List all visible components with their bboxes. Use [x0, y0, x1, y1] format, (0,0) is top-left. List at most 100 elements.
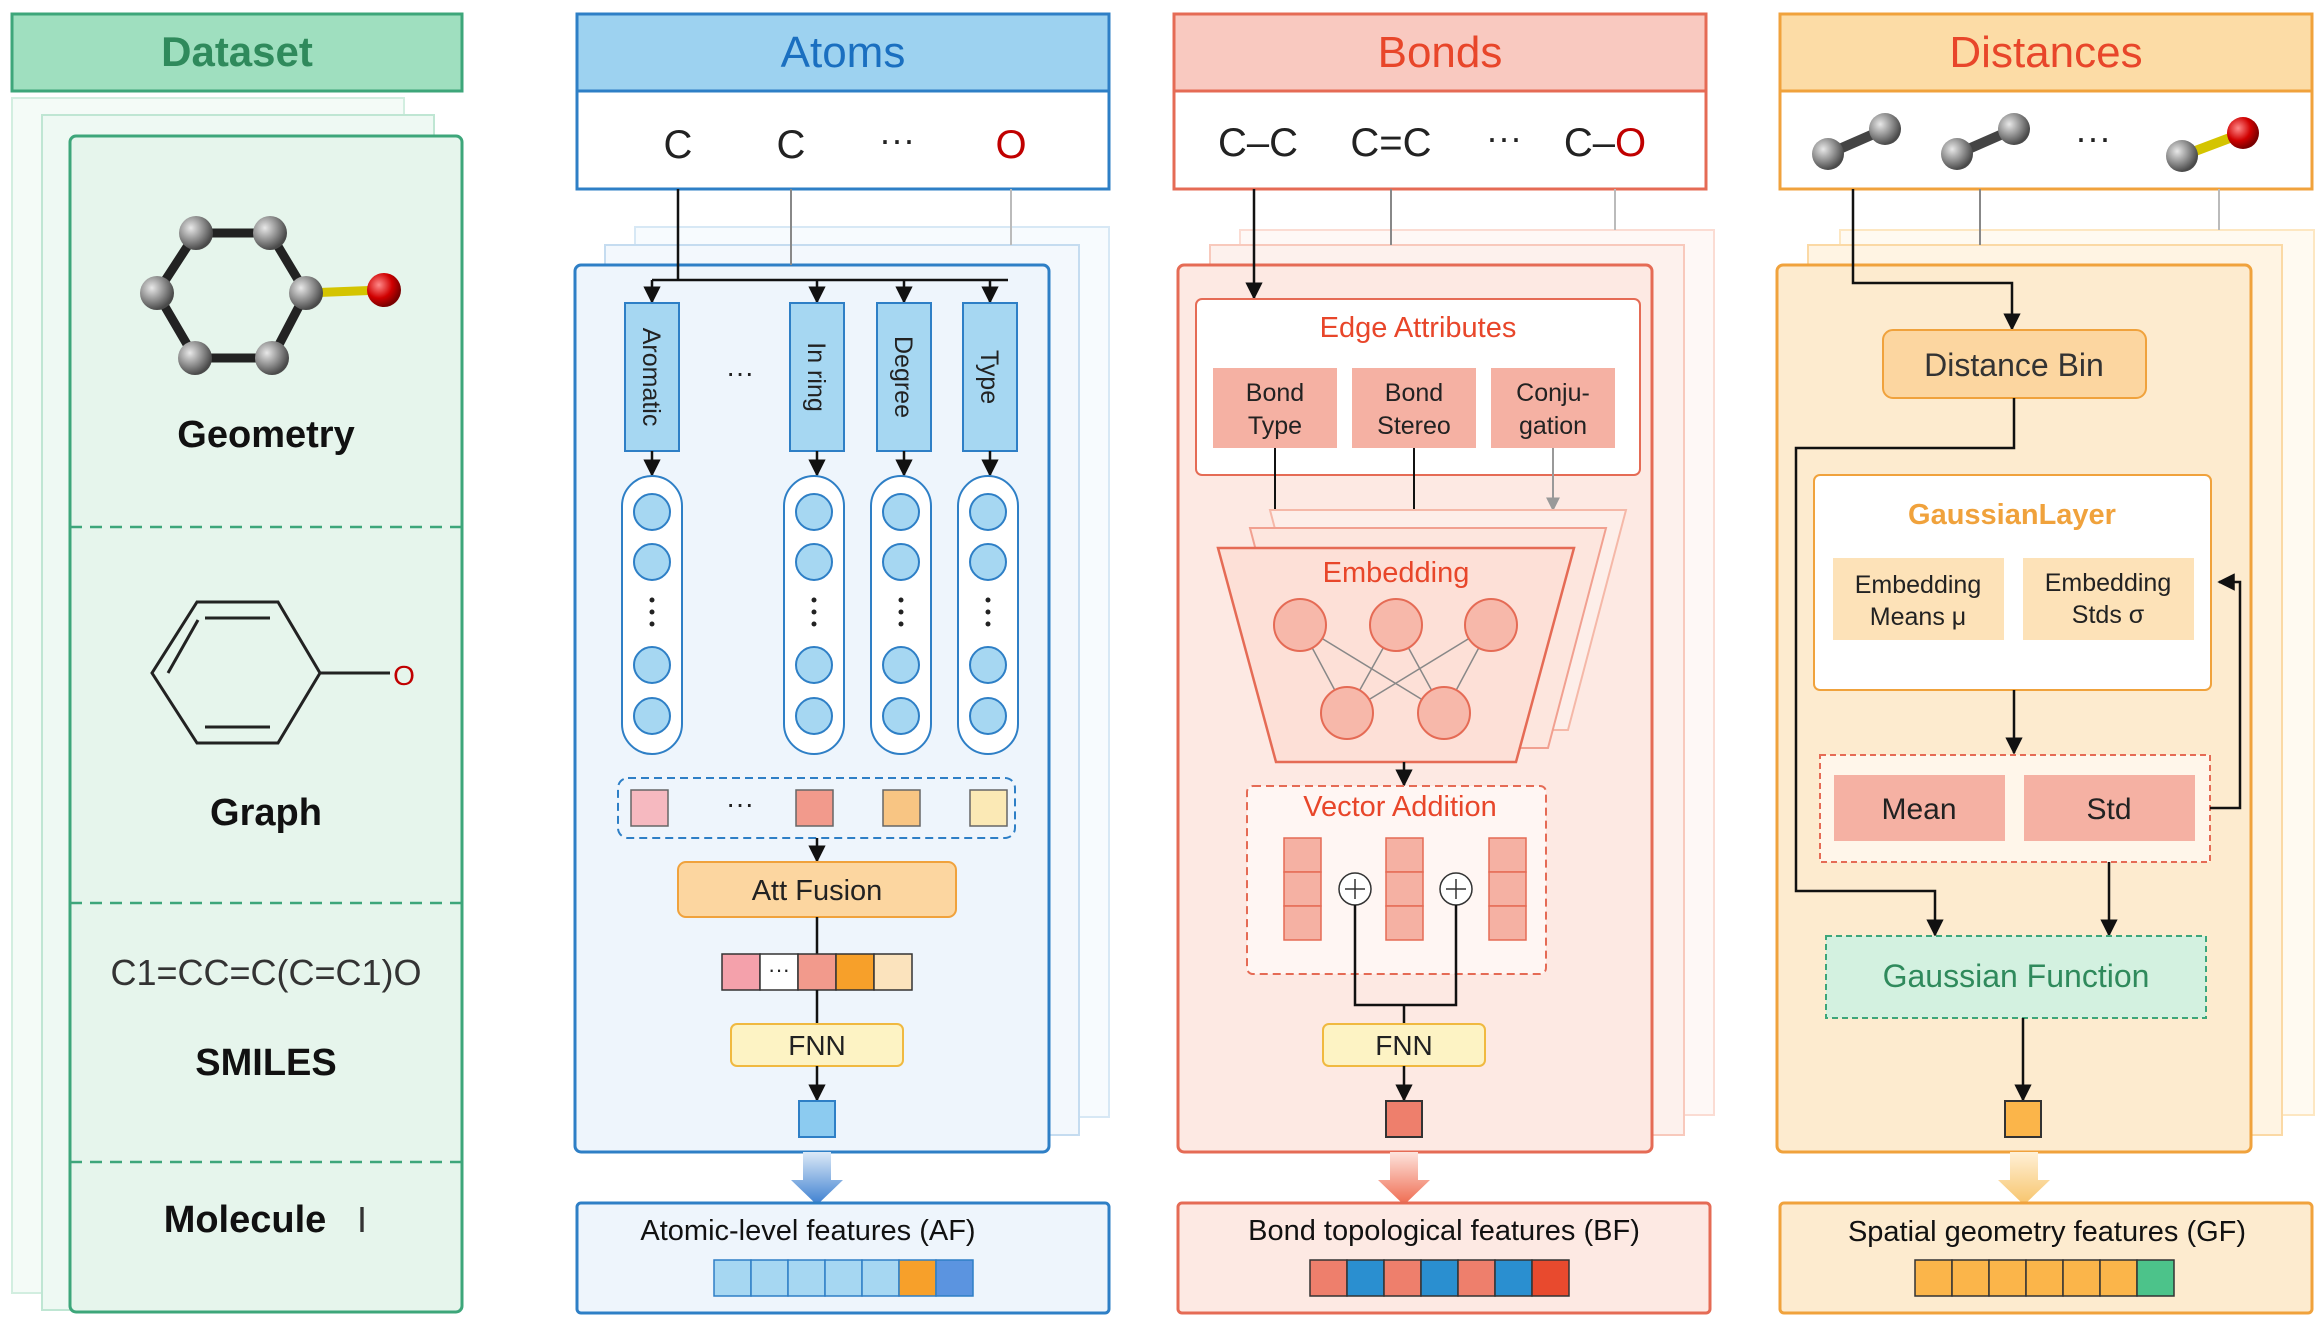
embedding-cell — [882, 789, 921, 827]
atom-attributes: Aromatic ··· In ring Degree Type — [624, 302, 1018, 452]
vector-addition-vectors — [1283, 837, 1527, 941]
embedding-means-line2: Means μ — [1870, 603, 1966, 631]
gf-output-label: Spatial geometry features (GF) — [1848, 1216, 2246, 1248]
fused-vector — [721, 953, 913, 991]
distance-pair-icon — [1941, 113, 2030, 170]
distances-header-box — [1778, 12, 2314, 93]
edge-box-bond-stereo — [1352, 368, 1476, 448]
edge-box-line2: gation — [1519, 412, 1587, 440]
smiles-label: SMILES — [195, 1042, 336, 1084]
gf-output-box — [1778, 1201, 2314, 1315]
connector — [1353, 905, 1458, 1007]
attribute-label: Aromatic — [637, 328, 665, 427]
bonds-header-box — [1172, 12, 1708, 93]
edge-attributes-title: Edge Attributes — [1320, 312, 1517, 344]
bond-token-oxygen: O — [1615, 121, 1646, 165]
distance-pair-oxygen-icon — [2166, 117, 2259, 172]
embedding-title: Embedding — [1323, 557, 1470, 589]
distances-header: Distances — [1949, 28, 2142, 77]
gaussian-function-label: Gaussian Function — [1883, 958, 2150, 994]
embedding-means-box — [1833, 558, 2004, 640]
af-output-box — [575, 1201, 1111, 1315]
embedding-stds-line2: Stds σ — [2072, 601, 2145, 629]
geometry-molecule-image — [140, 216, 401, 375]
vector-addition-title: Vector Addition — [1303, 791, 1496, 823]
attribute-ellipsis: ··· — [726, 357, 754, 388]
attribute-bar — [789, 302, 845, 452]
mean-label: Mean — [1881, 793, 1956, 826]
af-feature-vector — [713, 1259, 974, 1297]
edge-box-line1: Bond — [1385, 379, 1443, 407]
atoms-token-box — [575, 89, 1111, 191]
atom-token-oxygen: O — [995, 123, 1026, 167]
down-arrow — [791, 1152, 843, 1205]
bond-token-ellipsis: ··· — [1486, 117, 1522, 158]
distance-bin-label: Distance Bin — [1924, 347, 2104, 383]
distance-ellipsis: ··· — [2075, 117, 2111, 158]
plus-operator-icon — [1338, 872, 1372, 906]
smiles-string: C1=CC=C(C=C1)O — [110, 952, 421, 993]
arrow — [1794, 398, 2016, 937]
embedding-stds-line1: Embedding — [2045, 569, 2171, 597]
atoms-fnn-label: FNN — [788, 1030, 846, 1061]
molecule-index: I — [357, 1199, 367, 1240]
fused-vector-ellipsis: ··· — [768, 957, 790, 982]
molecule-label: Molecule — [164, 1199, 327, 1241]
neuron-columns — [621, 475, 1019, 755]
embedding-network — [1273, 598, 1518, 740]
dataset-card — [68, 134, 464, 1314]
arrow — [1851, 189, 2021, 331]
atoms-column: Atoms C C ··· O Aromatic ··· In ring Deg… — [573, 12, 1111, 1315]
atoms-header-box — [575, 12, 1111, 93]
atom-token: C — [664, 123, 693, 167]
bonds-fnn-label: FNN — [1375, 1030, 1433, 1061]
attribute-embedding-row — [617, 777, 1016, 839]
attribute-label: Degree — [889, 336, 917, 418]
down-arrow — [1998, 1152, 2050, 1205]
attribute-bar — [876, 302, 932, 452]
neuron-dots — [649, 597, 991, 627]
embedding-cell — [630, 789, 669, 827]
bond-token: C=C — [1350, 121, 1431, 165]
edge-box-line1: Conju- — [1516, 379, 1590, 407]
edge-box-bond-type — [1213, 368, 1337, 448]
atoms-header: Atoms — [781, 28, 906, 77]
down-arrow — [1378, 1152, 1430, 1205]
geometry-label: Geometry — [177, 414, 354, 456]
graph-molecule-image — [150, 600, 390, 745]
distance-pair-icon — [1812, 113, 1901, 170]
std-label: Std — [2086, 793, 2131, 826]
gf-feature-vector — [1914, 1259, 2175, 1297]
bf-feature-vector — [1309, 1259, 1570, 1297]
dataset-header-box — [10, 12, 464, 93]
plus-operator-icon — [1439, 872, 1473, 906]
distances-column: Distances ··· Distance Bin GaussianLayer — [1775, 12, 2315, 1315]
bond-token: C–C — [1218, 121, 1298, 165]
graph-oxygen-label: O — [393, 660, 415, 691]
bonds-token-box — [1172, 89, 1708, 191]
att-fusion-label: Att Fusion — [752, 875, 883, 907]
embedding-stds-box — [2023, 558, 2194, 640]
atom-token: C — [777, 123, 806, 167]
edge-box-conjugation — [1491, 368, 1615, 448]
gaussian-layer-title: GaussianLayer — [1908, 499, 2116, 531]
bond-token-last: C– — [1564, 121, 1616, 165]
embedding-means-line1: Embedding — [1855, 571, 1981, 599]
attribute-label: Type — [975, 350, 1003, 404]
edge-box-line1: Bond — [1246, 379, 1304, 407]
embedding-cell — [969, 789, 1008, 827]
attribute-bar — [624, 302, 680, 452]
embedding-ellipsis: ··· — [726, 788, 754, 819]
bonds-column: Bonds C–C C=C ··· C– O Edge Attributes B… — [1172, 12, 1715, 1315]
mean-box — [1834, 775, 2005, 841]
atoms-output-cell — [798, 1100, 836, 1138]
dataset-column: Dataset Geometry — [10, 12, 464, 1314]
bonds-header: Bonds — [1378, 28, 1503, 77]
gaussian-function-box — [1825, 935, 2207, 1019]
feedback-arrow — [2210, 573, 2242, 810]
af-output-label: Atomic-level features (AF) — [640, 1215, 975, 1247]
edge-box-line2: Type — [1248, 412, 1302, 440]
distances-output-cell — [2004, 1100, 2042, 1138]
embedding-cell — [795, 789, 834, 827]
